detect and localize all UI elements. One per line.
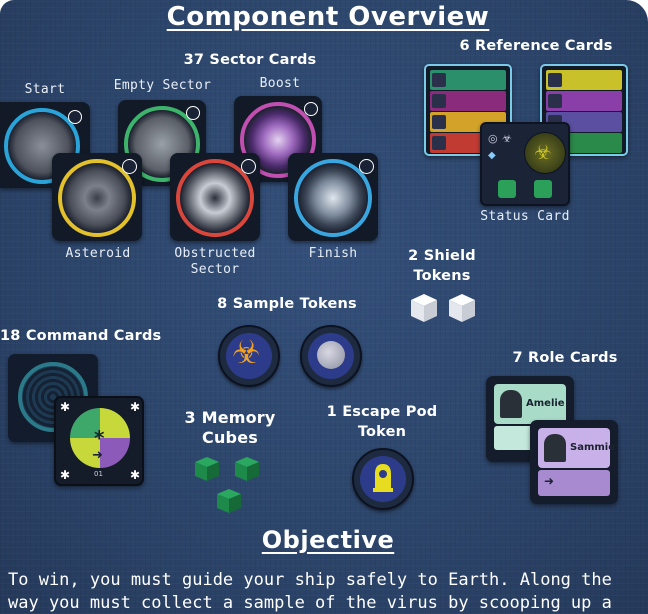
page-title: Component Overview: [166, 2, 490, 32]
reference-cards-heading: 6 Reference Cards: [459, 38, 613, 54]
sample-token-biohazard: ☣: [218, 325, 280, 387]
shield-token-cube: [449, 294, 475, 322]
sector-card-obstructed: [170, 153, 260, 241]
shield-token-cube: [411, 294, 437, 322]
shield-icon: [359, 159, 374, 174]
sector-label-empty: Empty Sector: [113, 78, 212, 93]
asterisk-icon: *: [94, 426, 105, 450]
spiral-icon: ◎: [488, 132, 498, 145]
sector-card-asteroid: [52, 153, 142, 241]
sector-label-start: Start: [24, 82, 66, 97]
shield-tokens: [411, 294, 475, 322]
biohazard-icon: ☣: [534, 140, 552, 164]
spiral-icon: [304, 102, 318, 116]
role-card-sammie: Sammie ➜: [530, 420, 618, 504]
shield-tokens-heading-line1: 2 Shield: [408, 248, 476, 264]
memory-cubes: [195, 457, 259, 513]
memory-cube: [195, 457, 219, 481]
star-icon: ✱: [130, 400, 141, 414]
sector-label-obstructed-line1: Obstructed: [174, 246, 256, 261]
loop-icon: [68, 110, 82, 124]
asteroid-icon: [317, 341, 345, 369]
sector-label-asteroid: Asteroid: [65, 246, 131, 261]
objective-heading: Objective: [261, 526, 395, 554]
escape-pod-token: [352, 448, 414, 510]
arrow-right-icon: ➜: [544, 474, 555, 488]
status-card: ☣ ◎ ☣ ◆: [480, 122, 570, 206]
shield-slot-icon: [534, 180, 552, 198]
shield-tokens-heading-line2: Tokens: [413, 268, 471, 284]
memory-cube: [217, 489, 241, 513]
objective-text-line1: To win, you must guide your ship safely …: [8, 570, 612, 590]
role-name-amelie: Amelie: [526, 398, 565, 409]
memory-cubes-heading-line1: 3 Memory: [184, 408, 276, 427]
shield-slot-icon: [498, 180, 516, 198]
sector-label-obstructed-line2: Sector: [190, 262, 240, 277]
biohazard-small-icon: ☣: [502, 132, 512, 145]
avatar: [500, 390, 522, 418]
star-icon: ✱: [60, 400, 71, 414]
sector-cards-heading: 37 Sector Cards: [183, 52, 317, 68]
escape-pod-heading-line2: Token: [357, 424, 407, 440]
sector-card-start: [0, 102, 90, 188]
avatar: [544, 434, 566, 462]
biohazard-icon: ☣: [232, 333, 261, 371]
star-icon: ✱: [130, 468, 141, 482]
arrow-right-icon: ➜: [92, 448, 103, 463]
sample-token-asteroid: [300, 325, 362, 387]
warning-icon: [122, 159, 137, 174]
warning-icon: [241, 159, 256, 174]
escape-pod-icon: [373, 464, 393, 492]
role-name-sammie: Sammie: [570, 442, 615, 453]
star-icon: ✱: [60, 468, 71, 482]
status-card-label: Status Card: [480, 209, 570, 224]
sector-label-boost: Boost: [259, 76, 301, 91]
sector-card-finish: [288, 153, 378, 241]
escape-pod-heading-line1: 1 Escape Pod: [326, 404, 438, 420]
command-card-front: ✱ ✱ ✱ ✱ * ➜ 01: [54, 396, 144, 486]
command-card-number: 01: [94, 470, 103, 478]
objective-text-line2: way you must collect a sample of the vir…: [8, 593, 612, 613]
sample-tokens-heading: 8 Sample Tokens: [217, 296, 357, 312]
loop-icon: [186, 106, 200, 120]
memory-cube: [235, 457, 259, 481]
command-cards-heading: 18 Command Cards: [0, 328, 162, 344]
ship-icon: ◆: [488, 150, 496, 161]
sector-label-finish: Finish: [308, 246, 358, 261]
memory-cubes-heading-line2: Cubes: [202, 428, 258, 447]
role-cards-heading: 7 Role Cards: [512, 350, 618, 366]
